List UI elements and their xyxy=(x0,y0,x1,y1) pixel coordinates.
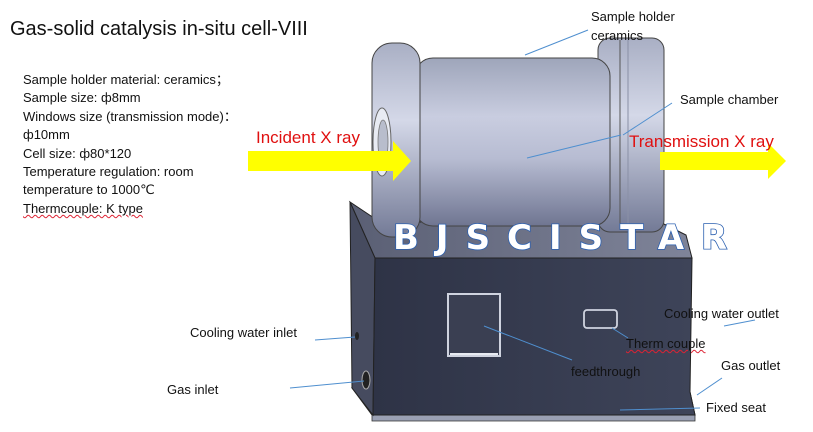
transmission-xray-arrow xyxy=(660,143,786,179)
leader-sample-holder xyxy=(524,29,589,56)
incident-xray-arrow xyxy=(248,141,411,181)
leader-chamber-inner xyxy=(526,134,622,159)
leader-lines xyxy=(289,29,756,411)
spec-line: Thermcouple: K type xyxy=(23,200,143,216)
label-thermocouple: Therm couple xyxy=(626,336,706,351)
spec-line: Windows size (transmission mode)： xyxy=(23,108,237,124)
spec-line: ф10mm xyxy=(23,127,70,143)
gas-inlet-port xyxy=(355,332,371,390)
leader-gas-outlet xyxy=(696,377,723,396)
label-cooling-water-outlet: Cooling water outlet xyxy=(664,306,779,321)
feedthrough-port xyxy=(447,293,501,357)
spec-line: temperature to 1000℃ xyxy=(23,182,155,198)
specifications-list: Sample holder material: ceramics； Sample… xyxy=(23,71,237,218)
label-gas-outlet: Gas outlet xyxy=(721,358,781,373)
leader-feedthrough xyxy=(483,325,573,361)
label-incident-xray: Incident X ray xyxy=(256,128,360,147)
leader-cooling-outlet xyxy=(723,319,756,327)
leader-cooling-inlet xyxy=(314,336,356,341)
label-sample-chamber: Sample chamber xyxy=(680,92,779,107)
diagram-title: Gas-solid catalysis in-situ cell-VIII xyxy=(10,18,308,40)
label-feedthrough: feedthrough xyxy=(571,364,641,379)
thermocouple-port xyxy=(583,309,618,329)
label-transmission-xray: Transmission X ray xyxy=(629,132,774,151)
leader-gas-inlet xyxy=(289,380,365,389)
label-cooling-water-inlet: Cooling water inlet xyxy=(190,325,297,340)
leader-fixed-seat xyxy=(619,407,701,411)
label-fixed-seat: Fixed seat xyxy=(706,400,766,415)
leader-thermocouple xyxy=(611,327,629,339)
spec-line: Cell size: ф80*120 xyxy=(23,145,132,161)
spec-line: Sample size: ф8mm xyxy=(23,90,141,106)
label-gas-inlet: Gas inlet xyxy=(167,382,219,397)
label-sample-holder-material: ceramics xyxy=(591,28,644,43)
sample-chamber-cylinder xyxy=(371,37,665,238)
spec-line: Sample holder material: ceramics； xyxy=(23,72,229,87)
label-sample-holder: Sample holder xyxy=(591,9,675,24)
brand-watermark: BJSCISTAR xyxy=(393,218,744,258)
spec-line: Temperature regulation: room xyxy=(23,164,194,180)
leader-sample-chamber xyxy=(622,102,673,136)
